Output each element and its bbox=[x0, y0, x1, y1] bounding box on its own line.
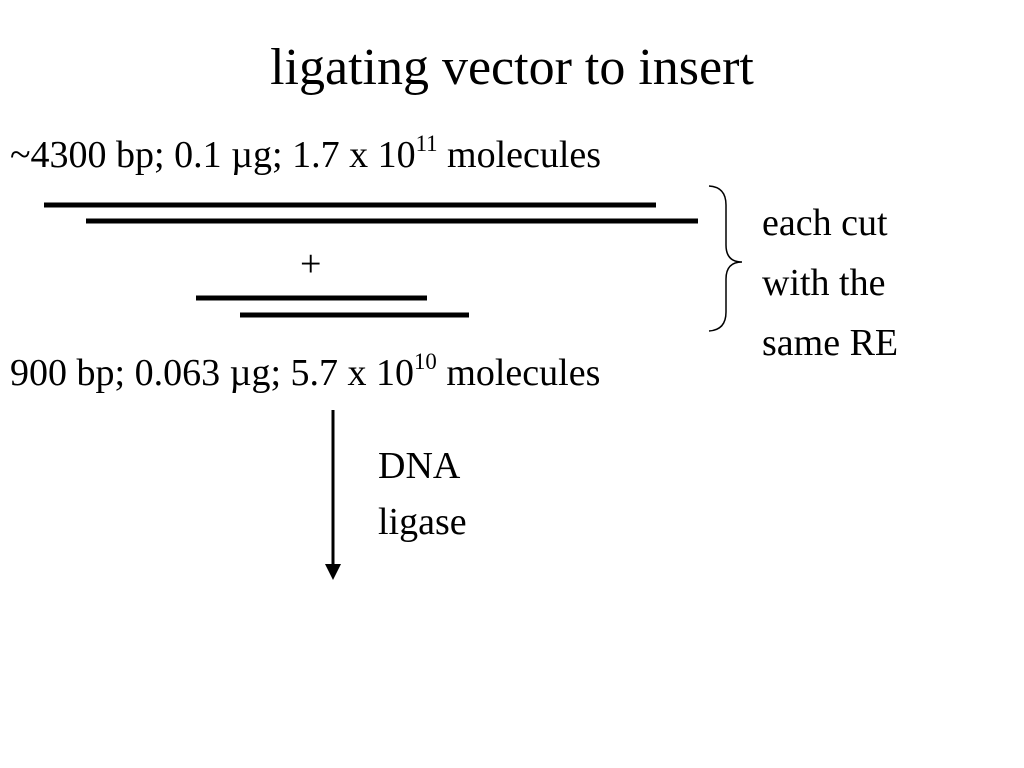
restriction-note: each cut with the same RE bbox=[762, 193, 898, 373]
ligation-arrow-head bbox=[325, 564, 341, 580]
arrow-label-line-2: ligase bbox=[378, 501, 467, 543]
note-line-2: with the bbox=[762, 262, 886, 304]
vector-size: ~4300 bp; bbox=[10, 134, 165, 176]
right-brace bbox=[708, 185, 743, 332]
plus-sign: + bbox=[300, 243, 322, 285]
insert-count: 5.7 x 10 bbox=[290, 352, 415, 394]
slide-title: ligating vector to insert bbox=[270, 39, 754, 96]
note-line-1: each cut bbox=[762, 202, 888, 244]
arrow-label: DNA ligase bbox=[378, 438, 467, 550]
insert-count-exponent: 10 bbox=[414, 349, 437, 375]
insert-size: 900 bp; bbox=[10, 352, 126, 394]
insert-unit: molecules bbox=[446, 352, 601, 394]
insert-mass: 0.063 µg; bbox=[134, 352, 282, 394]
vector-count-exponent: 11 bbox=[415, 131, 438, 157]
vector-info: ~4300 bp; 0.1 µg; 1.7 x 1011 molecules bbox=[10, 132, 602, 176]
vector-count: 1.7 x 10 bbox=[292, 134, 416, 176]
note-line-3: same RE bbox=[762, 322, 899, 364]
arrow-label-line-1: DNA bbox=[378, 445, 461, 487]
vector-mass: 0.1 µg; bbox=[174, 134, 283, 176]
insert-info: 900 bp; 0.063 µg; 5.7 x 1010 molecules bbox=[10, 350, 601, 394]
vector-unit: molecules bbox=[447, 134, 602, 176]
